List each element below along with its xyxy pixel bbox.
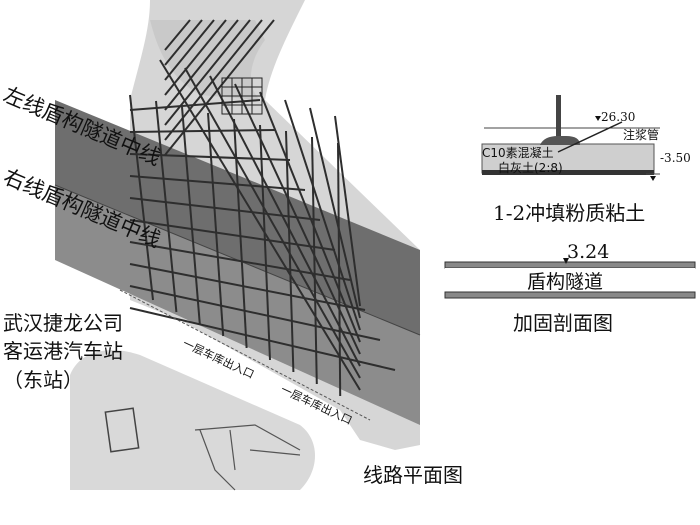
grid-line-horizontal [129,263,366,311]
tunnel-elevation: 3.24 [567,241,609,263]
small-building [104,407,140,453]
plan-title: 线路平面图 [363,463,463,487]
tunnel-section [444,258,696,299]
grid-line-vertical [129,94,154,301]
grid-line-curved-wing [164,19,215,81]
grid-line-curved-wing [164,19,251,126]
grid-line-vertical [181,106,201,325]
grid-line-diagonal [309,107,361,319]
reinforcement-grid [129,19,396,397]
grid-line-vertical [311,136,318,385]
grid-line-vertical [259,124,271,361]
grid-line-vertical [337,142,342,397]
grid-line-curved-wing [164,19,275,156]
lime-soil-label: 白灰土(2:8) [498,160,563,175]
grid-line-horizontal [129,153,291,161]
garage-boundary [119,289,371,421]
grid-line-diagonal [184,67,361,379]
grid-line-horizontal [129,197,321,221]
grid-line-curved-wing [164,19,191,51]
station-label-2: 客运港汽车站 [3,339,123,363]
grid-line-horizontal [129,175,306,191]
grid-line-curved-wing [164,19,227,96]
station-site [70,350,315,490]
site-outline [194,424,301,491]
mesh-patch [221,77,263,115]
concrete-layer-label: C10素混凝土 [482,145,554,160]
grid-line-diagonal [284,99,361,331]
station-label-1: 武汉捷龙公司 [3,311,123,335]
grout-pipe-label: 注浆管 [623,127,659,142]
station-label-3: （东站） [3,368,83,392]
grid-line-horizontal [129,285,381,341]
curved-wing [150,20,265,100]
grid-line-curved-wing [164,19,263,141]
soil-label: 1-2冲填粉质粘土 [493,201,645,225]
reinforcement-section [481,95,660,181]
elevation-bottom: -3.50 [660,151,691,165]
grid-line-vertical [155,100,178,313]
grid-line-vertical [207,112,225,337]
grid-line-curved-wing [164,19,203,66]
elevation-top: 26.30 [601,110,635,124]
grid-line-horizontal [129,219,336,251]
grid-line-diagonal [209,75,361,367]
tunnel-label: 盾构隧道 [527,271,603,293]
grid-line-diagonal [234,83,361,355]
grid-line-diagonal [259,91,361,343]
section-title: 加固剖面图 [513,311,613,335]
grid-line-curved-wing [164,19,239,111]
grid-line-horizontal [129,99,261,111]
grid-line-diagonal [159,59,361,391]
grid-line-diagonal [334,115,361,307]
